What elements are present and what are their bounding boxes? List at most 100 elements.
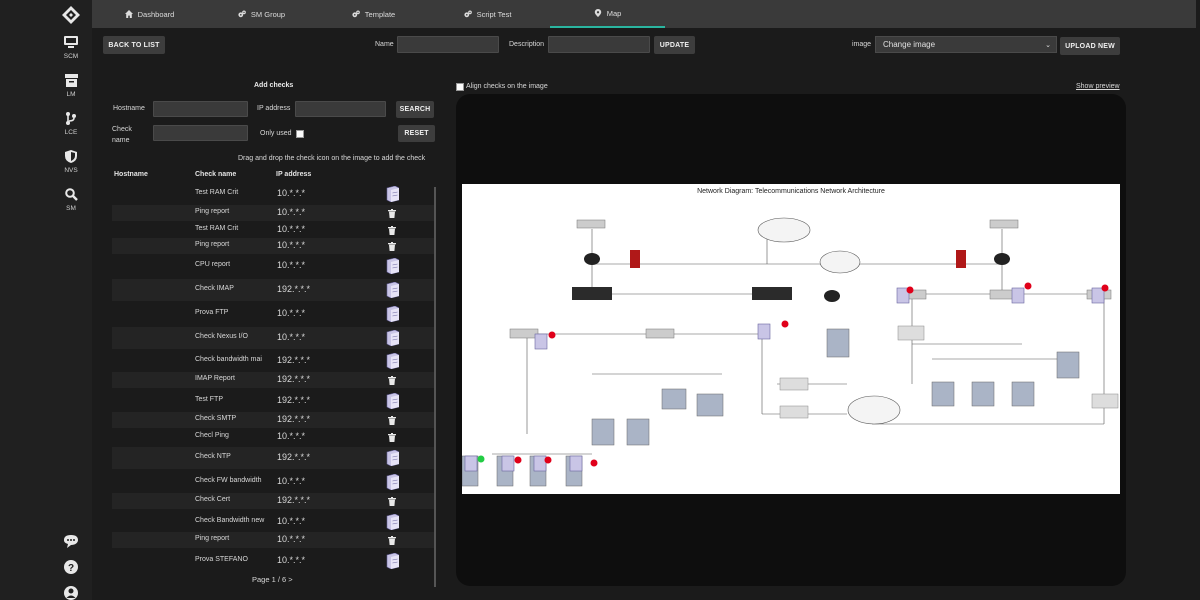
upload-new-button[interactable]: UPLOAD NEW — [1060, 37, 1120, 55]
gears-icon — [352, 10, 360, 18]
ip-address-cell: 10.*.*.* — [277, 516, 306, 526]
server-check-icon[interactable] — [385, 553, 399, 569]
update-button[interactable]: UPDATE — [654, 36, 695, 54]
server-check-icon[interactable] — [385, 282, 399, 298]
trash-icon[interactable] — [388, 241, 396, 251]
ip-address-cell: 10.*.*.* — [277, 431, 306, 441]
server-check-icon[interactable] — [385, 393, 399, 409]
trash-icon[interactable] — [388, 208, 396, 218]
tab-label: Template — [364, 9, 396, 19]
sidebar-item-lce[interactable]: LCE — [50, 112, 92, 136]
trash-icon[interactable] — [388, 535, 396, 545]
tab-dashboard[interactable]: Dashboard — [92, 0, 207, 28]
check-name-cell: Test RAM Crit — [195, 225, 239, 232]
chat-icon[interactable] — [62, 532, 80, 550]
ip-address-cell: 192.*.*.* — [277, 495, 311, 505]
sidebar-item-nvs[interactable]: NVS — [50, 150, 92, 174]
sidebar-item-scm[interactable]: SCM — [50, 36, 92, 60]
ip-address-input[interactable] — [295, 101, 386, 117]
tab-map[interactable]: Map — [550, 0, 665, 28]
description-label: Description — [509, 41, 545, 48]
check-name-cell: Check NTP — [195, 453, 231, 460]
trash-icon[interactable] — [388, 496, 396, 506]
check-name-cell: Check Nexus I/O — [195, 333, 248, 340]
sidebar-item-label: LM — [66, 91, 76, 98]
trash-icon[interactable] — [388, 375, 396, 385]
show-preview-link[interactable]: Show preview — [1076, 83, 1120, 90]
search-button[interactable]: SEARCH — [396, 101, 434, 118]
network-diagram-image[interactable]: Network Diagram: Telecommunications Netw… — [462, 184, 1120, 494]
column-header-hostname: Hostname — [114, 171, 148, 178]
check-name-cell: IMAP Report — [195, 375, 235, 382]
image-label: image — [852, 41, 872, 48]
hostname-input[interactable] — [153, 101, 248, 117]
check-name-cell: Check Bandwidth new — [195, 517, 265, 524]
description-input[interactable] — [548, 36, 650, 53]
column-header-check-name: Check name — [195, 171, 237, 178]
tab-sm-group[interactable]: SM Group — [204, 0, 319, 28]
server-check-icon[interactable] — [385, 186, 399, 202]
check-name-cell: Ping report — [195, 241, 230, 248]
app-logo-icon[interactable] — [62, 6, 80, 24]
server-check-icon[interactable] — [385, 450, 399, 466]
sidebar-item-sm[interactable]: SM — [50, 188, 92, 212]
ip-address-cell: 10.*.*.* — [277, 260, 306, 270]
name-input[interactable] — [397, 36, 499, 53]
only-used-checkbox[interactable] — [296, 130, 304, 138]
network-diagram-drawing: Network Diagram: Telecommunications Netw… — [462, 188, 1119, 487]
archive-icon — [64, 74, 78, 87]
reset-button[interactable]: RESET — [398, 125, 435, 142]
trash-icon[interactable] — [388, 432, 396, 442]
ip-address-cell: 192.*.*.* — [277, 374, 311, 384]
help-icon[interactable]: ? — [62, 558, 80, 576]
tab-label: Map — [606, 8, 622, 18]
gears-icon — [463, 10, 472, 18]
trash-icon[interactable] — [388, 415, 396, 425]
image-select[interactable]: Change image ⌄ — [875, 36, 1057, 53]
check-name-cell: Check SMTP — [195, 415, 237, 422]
align-checks-label: Align checks on the image — [466, 83, 548, 90]
top-tab-bar: Dashboard SM Group Template Script Test … — [92, 0, 1196, 28]
check-name-input[interactable] — [153, 125, 248, 141]
pagination[interactable]: Page 1 / 6 > — [252, 575, 293, 584]
server-check-icon[interactable] — [385, 353, 399, 369]
tab-template[interactable]: Template — [316, 0, 431, 28]
server-check-icon[interactable] — [385, 258, 399, 274]
ip-address-cell: 10.*.*.* — [277, 476, 306, 486]
diagram-title: Network Diagram: Telecommunications Netw… — [697, 188, 885, 195]
tab-script-test[interactable]: Script Test — [430, 0, 545, 28]
user-icon[interactable] — [62, 584, 80, 600]
tab-label: Dashboard — [137, 9, 175, 19]
table-row[interactable]: IMAP Report 192.*.*.* — [112, 372, 435, 388]
server-check-icon[interactable] — [385, 474, 399, 490]
back-to-list-button[interactable]: BACK TO LIST — [103, 36, 165, 54]
server-check-icon[interactable] — [385, 330, 399, 346]
trash-icon[interactable] — [388, 225, 396, 235]
checks-scrollbar[interactable] — [434, 187, 436, 587]
check-name-cell: Test FTP — [195, 396, 224, 403]
table-row[interactable]: Check Cert 192.*.*.* — [112, 493, 435, 509]
server-check-icon[interactable] — [385, 306, 399, 322]
sidebar-item-lm[interactable]: LM — [50, 74, 92, 98]
table-row[interactable]: Check Bandwidth new 10.*.*.* — [112, 511, 435, 533]
server-check-icon[interactable] — [385, 514, 399, 530]
align-checks-checkbox[interactable] — [456, 83, 464, 91]
check-name-cell: Check Cert — [195, 496, 231, 503]
sidebar-item-label: LCE — [64, 129, 78, 136]
